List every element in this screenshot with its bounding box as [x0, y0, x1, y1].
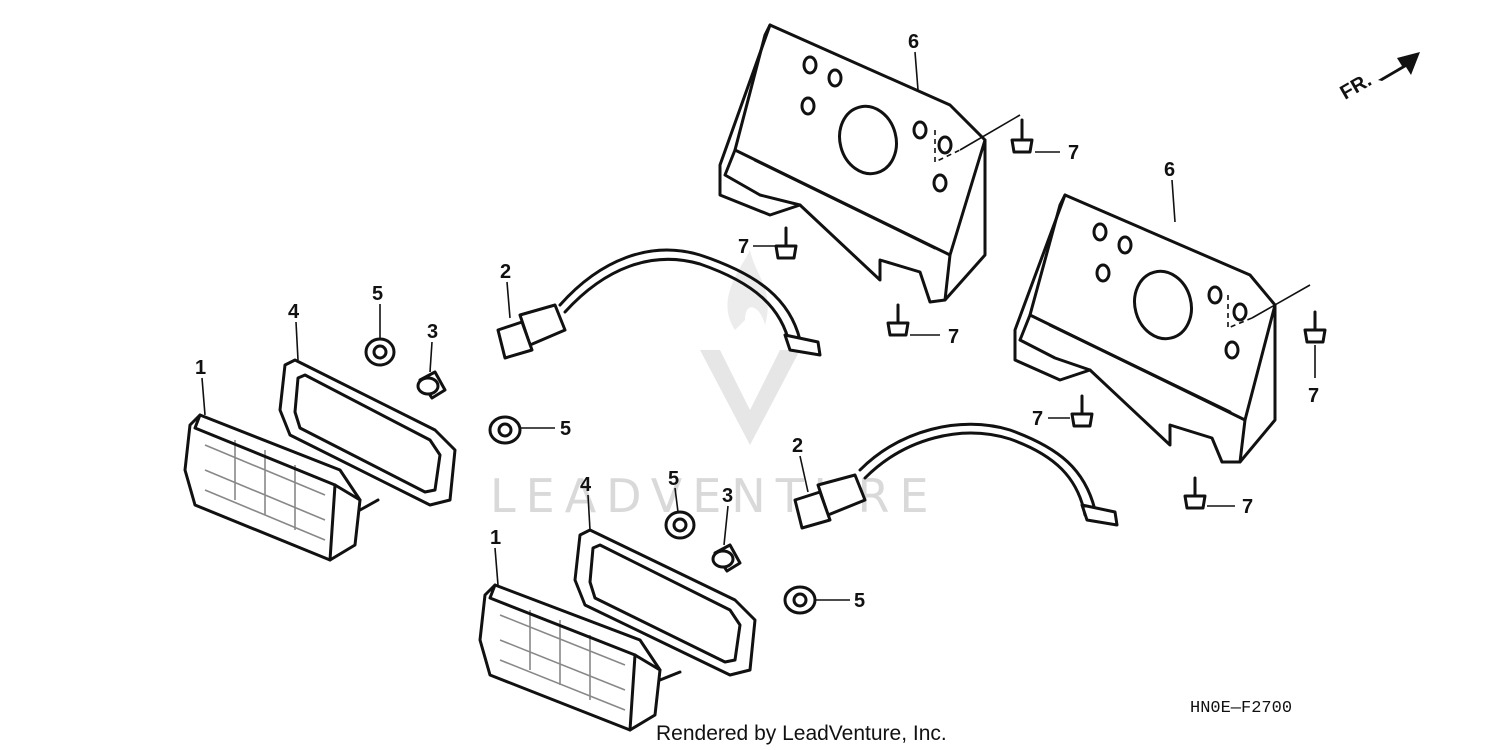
- callout-screw-b: 7: [738, 236, 749, 258]
- callout-gasket-left: 4: [288, 301, 300, 323]
- watermark-flame-icon: [727, 250, 768, 330]
- fr-arrow-icon: [1378, 52, 1420, 81]
- grommet-b: [488, 415, 522, 445]
- watermark-logo: [700, 350, 800, 445]
- callout-screw-e: 7: [1032, 408, 1043, 430]
- fr-label: FR.: [1337, 69, 1376, 104]
- screw-b: [774, 226, 798, 260]
- callout-socket-lower: 2: [792, 435, 803, 457]
- callout-gasket-right: 4: [580, 474, 592, 496]
- lens-left: [183, 413, 380, 562]
- callout-grommet-a: 5: [372, 283, 383, 305]
- callout-screw-c: 7: [948, 326, 959, 348]
- screw-f: [1183, 476, 1207, 510]
- screw-c: [886, 303, 910, 337]
- socket-harness-upper: [496, 248, 822, 360]
- leader-lines: [201, 51, 1316, 601]
- callout-bulb-left: 3: [427, 321, 438, 343]
- callouts: 6 6 7 7 7 7 7 7 2 2 5 5 5 5 3 3 4 4 1 1: [195, 31, 1319, 612]
- bracket-right: [1013, 193, 1311, 464]
- socket-harness-lower: [793, 422, 1119, 530]
- watermark-text: LEADVENTURE: [490, 469, 939, 523]
- callout-socket-upper: 2: [500, 261, 511, 283]
- callout-screw-d: 7: [1308, 385, 1319, 407]
- front-direction-indicator: FR.: [1337, 52, 1420, 104]
- bulb-right: [711, 543, 742, 573]
- grommet-a: [364, 337, 396, 367]
- credit-line: Rendered by LeadVenture, Inc.: [656, 722, 947, 745]
- callout-lens-left: 1: [195, 357, 206, 379]
- callout-grommet-d: 5: [854, 590, 865, 612]
- callout-grommet-c: 5: [668, 468, 679, 490]
- bracket-upper: [718, 23, 1021, 304]
- callout-screw-a: 7: [1068, 142, 1079, 164]
- grommet-d: [783, 585, 817, 615]
- callout-bracket-right: 6: [1164, 159, 1175, 181]
- callout-bulb-right: 3: [722, 485, 733, 507]
- screw-d: [1303, 310, 1327, 344]
- gasket-right: [573, 528, 757, 677]
- watermark: LEADVENTURE: [490, 250, 939, 523]
- callout-lens-right: 1: [490, 527, 501, 549]
- gasket-left: [278, 358, 457, 507]
- lens-right: [478, 583, 682, 732]
- screw-a: [1010, 118, 1034, 154]
- diagram-code: HN0E—F2700: [1190, 699, 1292, 718]
- grommet-c: [664, 510, 696, 540]
- callout-screw-f: 7: [1242, 496, 1253, 518]
- callout-bracket-upper: 6: [908, 31, 919, 53]
- bulb-left: [416, 370, 447, 400]
- callout-grommet-b: 5: [560, 418, 571, 440]
- screw-e: [1070, 394, 1094, 428]
